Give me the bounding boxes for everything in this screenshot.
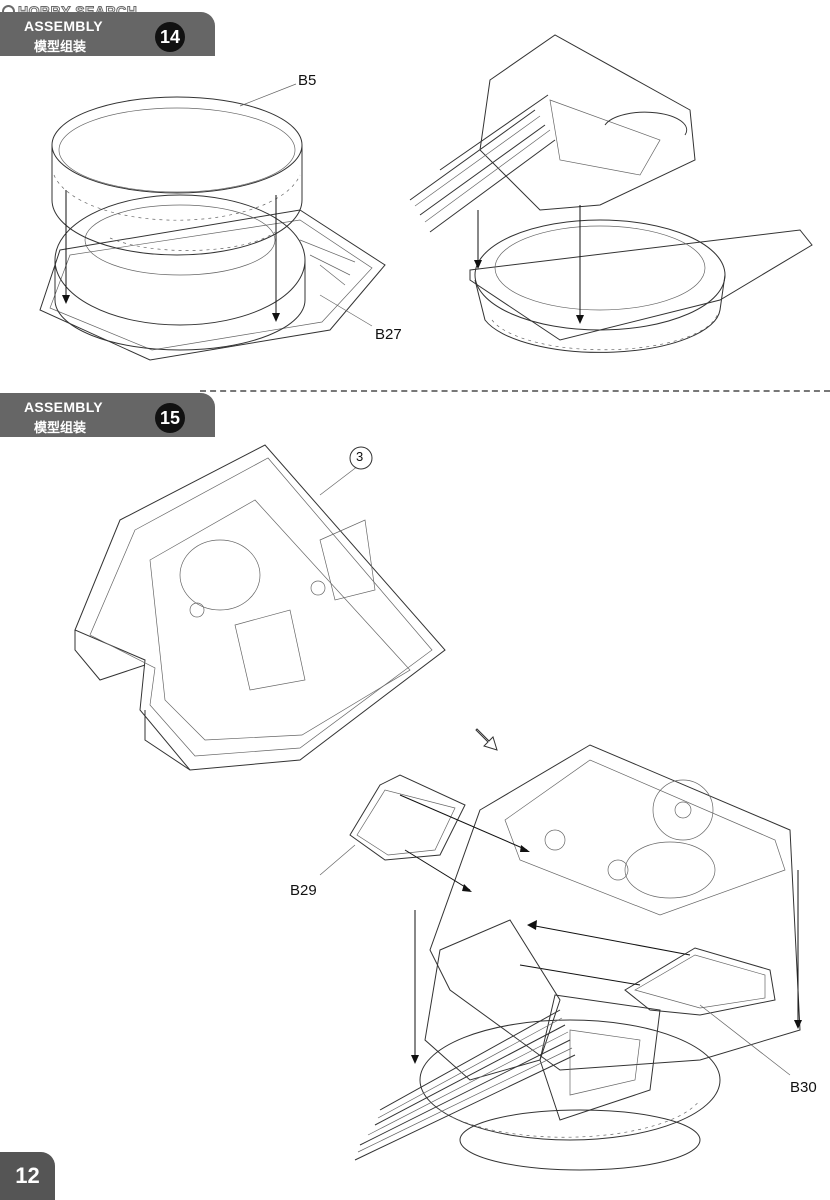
callout-b29: B29	[290, 882, 317, 899]
step-14-number-badge: 14	[155, 22, 185, 52]
callout-b30: B30	[790, 1079, 817, 1096]
section-divider	[200, 390, 830, 392]
step-14-right-turret-assembly	[409, 34, 813, 353]
callout-b27: B27	[375, 326, 402, 343]
step-14-title-cn: 模型组装	[34, 40, 87, 55]
step-15-turret-assembly	[319, 744, 802, 1171]
direction-arrow-icon	[475, 728, 498, 751]
step-14-title-en: ASSEMBLY	[24, 18, 103, 34]
step-15-number-badge: 15	[155, 403, 185, 433]
step-15-hull-part-3	[74, 444, 446, 771]
step-15-title-en: ASSEMBLY	[24, 399, 103, 415]
step-14-left-ring-assembly	[39, 83, 386, 361]
step-15-header: ASSEMBLY 模型组装 15	[0, 393, 215, 437]
page-number: 12	[0, 1152, 55, 1200]
callout-part-3: 3	[356, 449, 364, 464]
callout-b5: B5	[298, 72, 317, 89]
step-14-header: ASSEMBLY 模型组装 14	[0, 12, 215, 56]
step-15-title-cn: 模型组装	[34, 421, 87, 436]
